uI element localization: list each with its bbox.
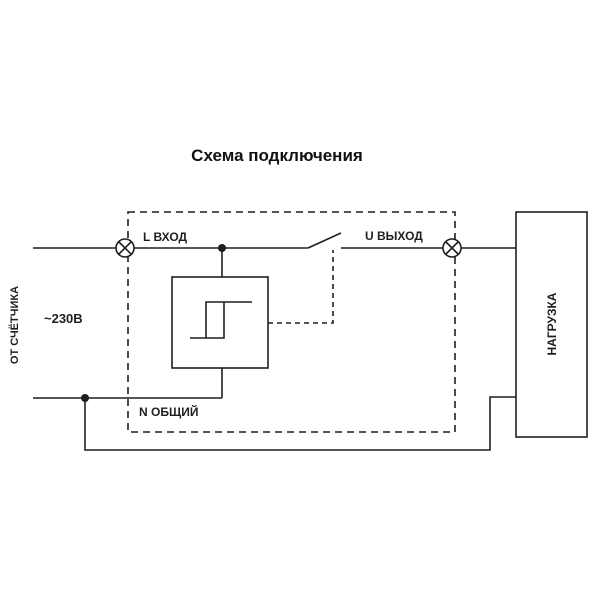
label-voltage: ~230В: [44, 311, 83, 326]
switch-contact-icon: [307, 232, 342, 249]
line-n-return-wire: [84, 396, 516, 451]
terminal-u-output-icon: [442, 238, 462, 258]
terminal-l-input-icon: [115, 238, 135, 258]
label-from-meter: ОТ СЧЁТЧИКА: [9, 285, 21, 365]
hysteresis-icon: [190, 301, 252, 339]
label-n-common: N ОБЩИЙ: [139, 405, 199, 419]
label-l-input: L ВХОД: [143, 230, 188, 244]
page-title: Схема подключения: [191, 146, 363, 165]
relay-block: [171, 248, 269, 398]
label-u-output: U ВЫХОД: [365, 229, 423, 243]
label-load: НАГРУЗКА: [545, 292, 559, 356]
control-dashed-line: [268, 250, 334, 324]
load-box: [515, 211, 588, 438]
device-enclosure-dashed-box: [127, 211, 456, 433]
